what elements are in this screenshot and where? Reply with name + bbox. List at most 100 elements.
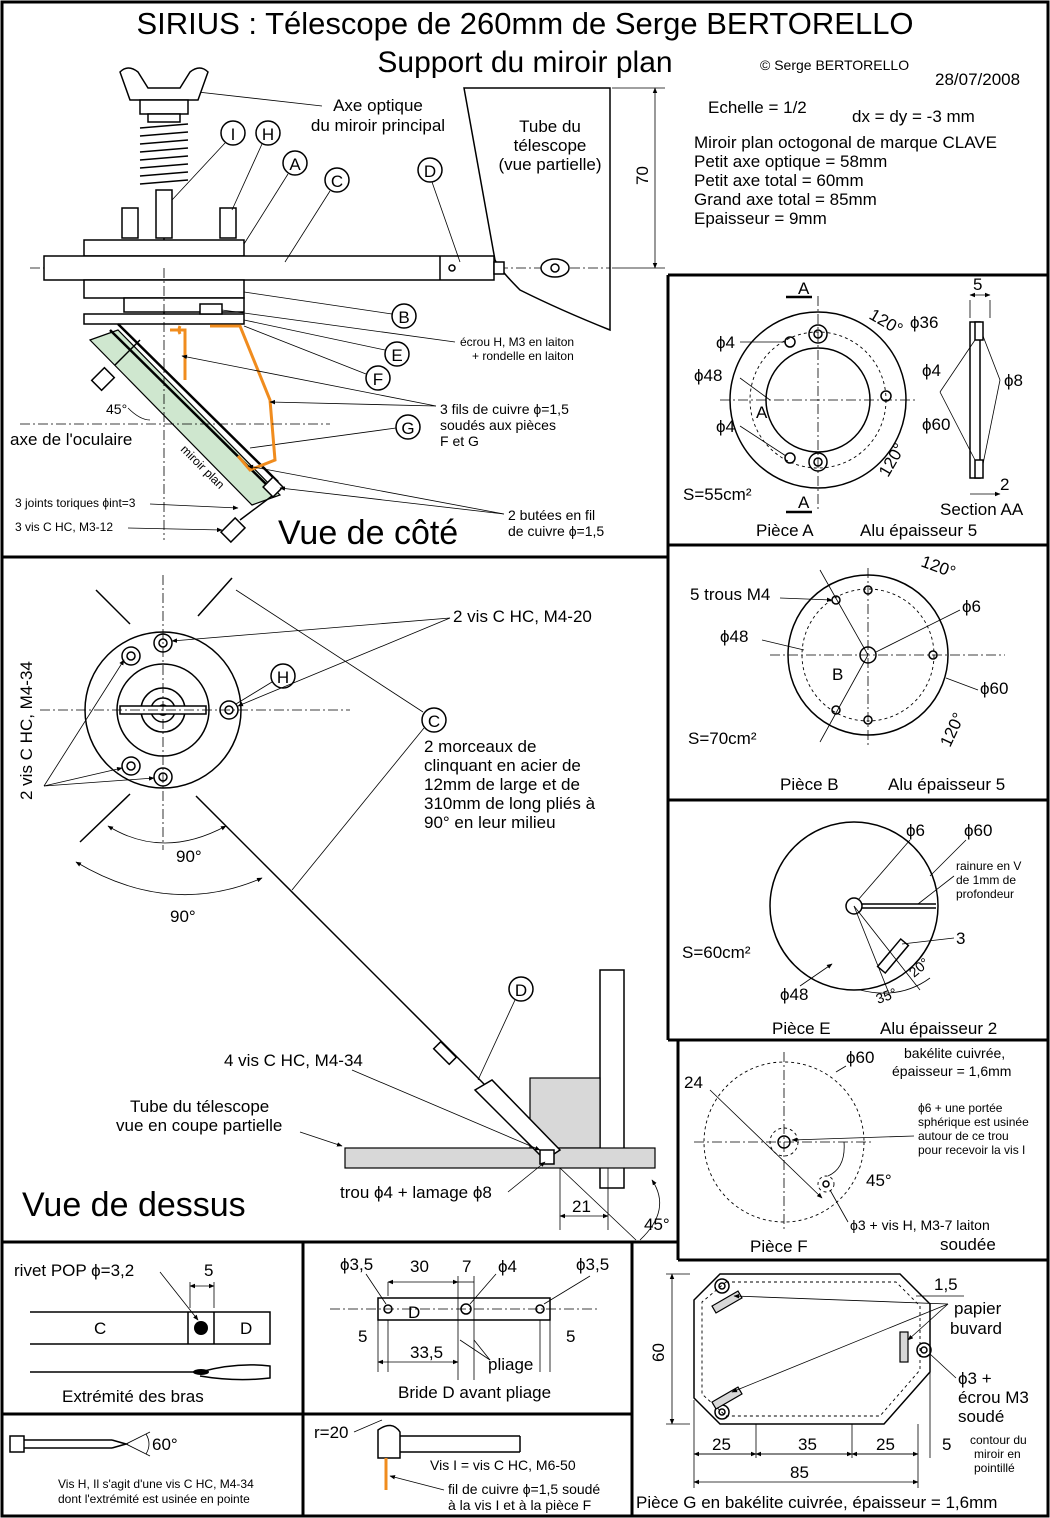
- callout-h-top: H: [235, 663, 296, 705]
- nut-label-1: ϕ3 +: [958, 1369, 992, 1388]
- piece-e-area: S=60cm²: [682, 943, 751, 962]
- hole-icon: [539, 1149, 555, 1165]
- offset-note: dx = dy = -3 mm: [852, 107, 975, 126]
- svg-text:C: C: [331, 172, 343, 191]
- wires-label-2: soudés aux pièces: [440, 417, 556, 433]
- d6-label: ϕ6: [962, 597, 981, 616]
- spring-icon: [139, 123, 189, 185]
- section-mark-bottom: A: [798, 493, 810, 512]
- piece-a-center-label: A: [756, 403, 768, 422]
- screw-i-wire-1: fil de cuivre ϕ=1,5 soudé: [448, 1481, 600, 1497]
- tube-section-label-1: Tube du télescope: [130, 1097, 269, 1116]
- mirror-screw-bottom-icon: [219, 516, 247, 544]
- d60-label: ϕ60: [846, 1048, 874, 1067]
- nut-label-1: écrou H, M3 en laiton: [460, 335, 574, 349]
- screws-m434-vertical: 2 vis C HC, M4-34: [17, 661, 36, 800]
- contour-note-3: pointillé: [974, 1461, 1015, 1475]
- callout-g: G: [249, 414, 421, 449]
- angle-45: 45°: [866, 1171, 892, 1190]
- tube-wall-horizontal: [344, 1147, 656, 1169]
- screw-i-detail: r=20 Vis I = vis C HC, M6-50 fil de cuiv…: [314, 1419, 600, 1513]
- fold-label: pliage: [488, 1355, 533, 1374]
- piece-g-title: Pièce G en bakélite cuivrée, épaisseur =…: [636, 1493, 997, 1512]
- orings-label: 3 joints toriques ϕint=3: [15, 496, 136, 510]
- optical-axis-label-1: Axe optique: [333, 96, 423, 115]
- spec-line-3: Petit axe total = 60mm: [694, 171, 864, 190]
- eyepiece-axis-label: axe de l'oculaire: [10, 430, 132, 449]
- dim-335: 33,5: [410, 1343, 443, 1362]
- svg-text:H: H: [277, 668, 289, 687]
- angle-45: 45°: [106, 401, 127, 417]
- angle-120-bottom: 120°: [875, 440, 909, 480]
- page-title: SIRIUS : Télescope de 260mm de Serge BER…: [136, 6, 913, 41]
- arm-d-label: D: [240, 1319, 252, 1338]
- svg-text:C: C: [428, 712, 440, 731]
- piece-g-outline: [693, 1273, 931, 1425]
- screw-i-icon: [377, 1424, 401, 1459]
- holes-label: 5 trous M4: [690, 585, 770, 604]
- piece-b-name: Pièce B: [780, 775, 839, 794]
- stops-label-2: de cuivre ϕ=1,5: [508, 523, 604, 539]
- angle-120-top: 120°: [919, 552, 959, 582]
- svg-text:F: F: [373, 370, 383, 389]
- dim-60: 60: [649, 1343, 668, 1362]
- piece-f: 24 ϕ60 bakélite cuivrée, épaisseur = 1,6…: [684, 1045, 1029, 1256]
- svg-text:A: A: [289, 155, 301, 174]
- r24-label: 24: [684, 1073, 703, 1092]
- piece-e-outer: [769, 821, 939, 991]
- nut-label-2: + rondelle en laiton: [472, 349, 574, 363]
- contour-note-2: miroir en: [974, 1447, 1021, 1461]
- d4-label-3: ϕ4: [922, 361, 941, 380]
- bracket-d: [473, 1079, 562, 1161]
- piece-a-material: Alu épaisseur 5: [860, 521, 977, 540]
- callout-d-top: D: [477, 976, 534, 1081]
- note-label-2: sphérique est usinée: [918, 1115, 1029, 1129]
- callout-c-top: C: [235, 589, 447, 891]
- spec-line-2: Petit axe optique = 58mm: [694, 152, 887, 171]
- dim-85: 85: [790, 1463, 809, 1482]
- strip-label-1: 2 morceaux de: [424, 737, 536, 756]
- plate-a: [83, 239, 245, 257]
- nut-label-3: soudé: [958, 1407, 1004, 1426]
- tube-label-1: Tube du: [519, 117, 581, 136]
- blotter-bottom: [711, 1386, 743, 1410]
- flange-d-title: Bride D avant pliage: [398, 1383, 551, 1402]
- section-aa-title: Section AA: [940, 500, 1024, 519]
- piece-b: 5 trous M4 ϕ48 ϕ6 ϕ60 B 120° 120° S=70cm…: [688, 552, 1008, 794]
- strip-label-2: clinquant en acier de: [424, 756, 581, 775]
- mirror-screw-top-icon: [90, 366, 116, 392]
- piece-a-name: Pièce A: [756, 521, 814, 540]
- piece-a: A A A ϕ4 ϕ48 ϕ4 ϕ36 ϕ4 ϕ60 120° 120° 5 ϕ…: [683, 275, 1024, 540]
- piece-a-area: S=55cm²: [683, 485, 752, 504]
- piece-b-area: S=70cm²: [688, 729, 757, 748]
- dim-70: 70: [633, 166, 652, 185]
- svg-text:B: B: [398, 308, 409, 327]
- blotter-top: [711, 1290, 743, 1314]
- angle-60: 60°: [152, 1435, 178, 1454]
- top-view-title: Vue de dessus: [22, 1186, 246, 1224]
- screw-label-2: soudée: [940, 1235, 996, 1254]
- top-view: 2 vis C HC, M4-20 2 vis C HC, M4-34 H C …: [17, 575, 670, 1241]
- scale-note: Echelle = 1/2: [708, 98, 807, 117]
- svg-text:G: G: [401, 419, 414, 438]
- dim-25-right: 25: [876, 1435, 895, 1454]
- callout-c: C: [284, 167, 350, 263]
- screws-m312-label: 3 vis C HC, M3-12: [15, 520, 113, 534]
- section-mark-top: A: [798, 279, 810, 298]
- tube-label-2: télescope: [514, 136, 587, 155]
- screw-i-wire-2: à la vis I et à la pièce F: [448, 1497, 591, 1513]
- hole-label: trou ϕ4 + lamage ϕ8: [340, 1183, 492, 1202]
- strip-c: [43, 255, 495, 281]
- d48-label: ϕ48: [720, 627, 748, 646]
- callout-a: A: [243, 150, 308, 245]
- svg-text:I: I: [231, 125, 236, 144]
- blotter-label-1: papier: [954, 1299, 1002, 1318]
- aa-dim-5: 5: [973, 275, 982, 294]
- screw-h-detail: 60° Vis H, Il s'agit d'une vis C HC, M4-…: [9, 1431, 254, 1506]
- piece-e-material: Alu épaisseur 2: [880, 1019, 997, 1038]
- svg-text:D: D: [424, 162, 436, 181]
- dim-25-left: 25: [712, 1435, 731, 1454]
- screws-m420-label: 2 vis C HC, M4-20: [453, 607, 592, 626]
